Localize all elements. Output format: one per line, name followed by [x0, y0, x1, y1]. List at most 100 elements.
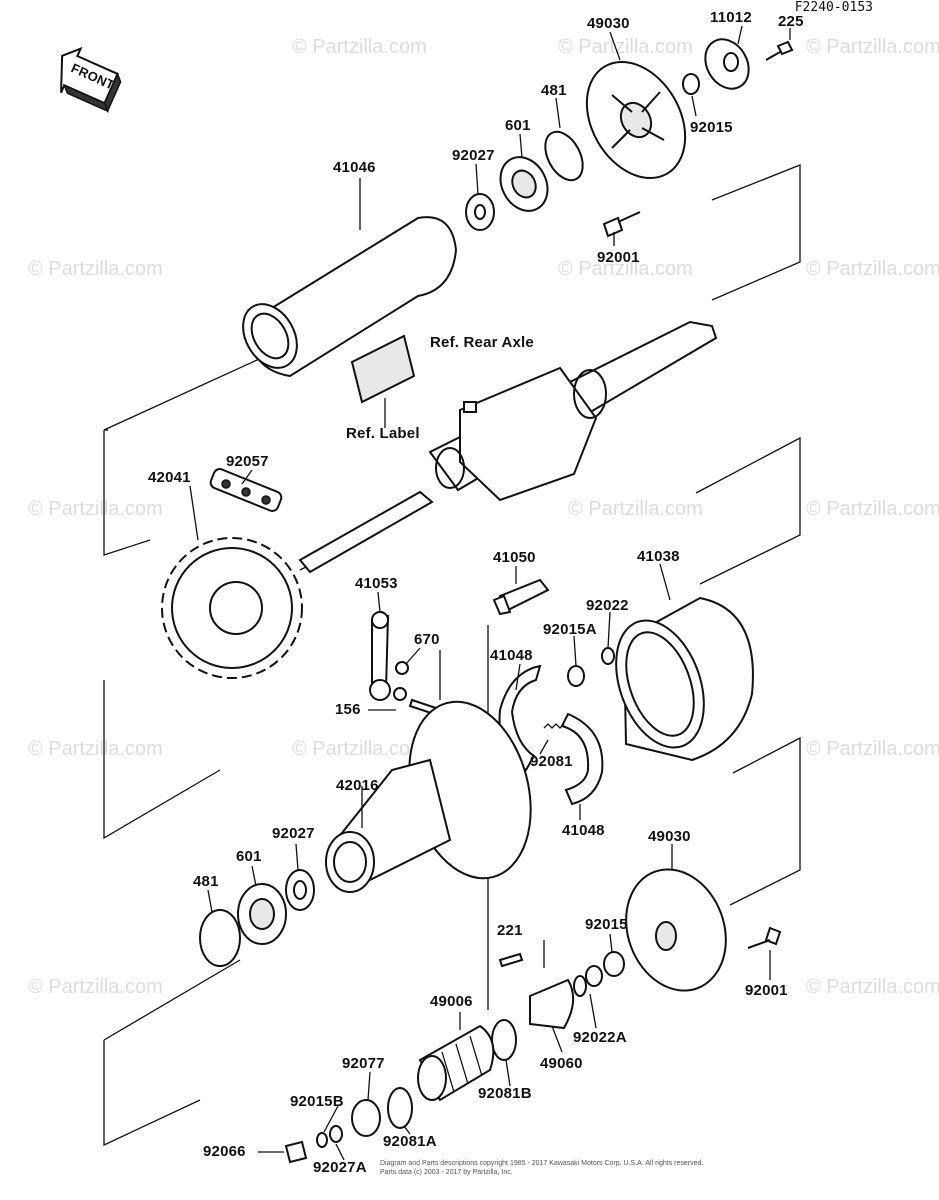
bolt-225: [765, 40, 794, 61]
callout-92015-top: 92015: [690, 119, 733, 136]
callout-92022A: 92022A: [573, 1029, 627, 1046]
callout-92081A: 92081A: [383, 1133, 437, 1150]
nut-92015-top: [682, 73, 700, 95]
hub-49030-bottom: [625, 868, 727, 992]
front-arrow-icon: [60, 46, 122, 114]
callout-92057: 92057: [226, 453, 269, 470]
washer-92022A-2: [573, 975, 587, 997]
nut-92015B: [316, 1132, 328, 1148]
callout-92022: 92022: [586, 597, 629, 614]
callout-49006: 49006: [430, 993, 473, 1010]
spacer-92027-mid: [285, 869, 315, 911]
callout-481-bottom: 481: [193, 873, 219, 890]
figure-id: F2240-0153: [794, 0, 873, 15]
lever-41053: [369, 611, 391, 701]
watermark: © Partzilla.com: [28, 976, 163, 998]
oring-92081B: [491, 1019, 517, 1061]
ref-label-patch: [350, 334, 416, 428]
ref-label: Ref. Label: [346, 425, 420, 442]
callout-41038: 41038: [637, 548, 680, 565]
washer-670: [395, 661, 409, 675]
bearing-601-top: [499, 156, 549, 212]
drum-41038: [615, 596, 754, 762]
watermark: © Partzilla.com: [806, 258, 939, 280]
spring-92081: [543, 723, 565, 729]
callout-92001-top: 92001: [597, 249, 640, 266]
plug-92066: [284, 1140, 308, 1164]
watermark: © Partzilla.com: [28, 258, 163, 280]
watermark: © Partzilla.com: [806, 36, 939, 58]
washer-92022: [601, 647, 615, 665]
callout-92027A: 92027A: [313, 1159, 367, 1176]
circlip-481-bottom: [199, 909, 241, 967]
callout-92081: 92081: [530, 753, 573, 770]
cap-11012: [704, 38, 750, 90]
watermark: © Partzilla.com: [568, 498, 703, 520]
callout-670: 670: [414, 631, 440, 648]
watermark: © Partzilla.com: [28, 738, 163, 760]
joint-49060: [529, 978, 575, 1030]
spacer-92027-top: [465, 193, 495, 231]
callout-42016: 42016: [336, 777, 379, 794]
callout-92015A: 92015A: [543, 621, 597, 638]
callout-41048-bottom: 41048: [562, 822, 605, 839]
tube-41046: [242, 216, 458, 378]
watermark: © Partzilla.com: [558, 36, 693, 58]
watermark: © Partzilla.com: [806, 738, 939, 760]
camshaft-41050: [492, 578, 550, 616]
copyright-line-2: Parts data (c) 2003 - 2017 by Partzilla,…: [380, 1169, 513, 1176]
callout-92027-mid: 92027: [272, 825, 315, 842]
callout-601-top: 601: [505, 117, 531, 134]
ref-rear-axle: Ref. Rear Axle: [430, 334, 534, 351]
rear-axle: [298, 320, 718, 574]
callout-92077: 92077: [342, 1055, 385, 1072]
callout-156: 156: [335, 701, 361, 718]
callout-49030-bottom: 49030: [648, 828, 691, 845]
circlip-481-top: [544, 130, 584, 182]
nut-92077: [351, 1099, 381, 1137]
callout-42041: 42041: [148, 469, 191, 486]
bolt-221: [498, 952, 524, 968]
callout-92027-top: 92027: [452, 147, 495, 164]
washer-92022A: [585, 965, 603, 987]
oring-92081A: [387, 1087, 413, 1129]
copyright-line-1: Diagram and Parts descriptions copyright…: [380, 1160, 704, 1167]
callout-92001-bottom: 92001: [745, 982, 788, 999]
watermark: © Partzilla.com: [806, 498, 939, 520]
hub-49030-top: [585, 60, 687, 180]
boot-49006: [417, 1024, 495, 1102]
collar-92027A: [329, 1125, 343, 1143]
callout-601-bottom: 601: [236, 848, 262, 865]
callout-41050: 41050: [493, 549, 536, 566]
callout-41046: 41046: [333, 159, 376, 176]
callout-49030-top: 49030: [587, 15, 630, 32]
watermark: © Partzilla.com: [806, 976, 939, 998]
bolt-92001-bottom: [747, 926, 782, 949]
brake-shoe-41048-bottom: [560, 712, 604, 806]
watermark: © Partzilla.com: [558, 258, 693, 280]
chain-link-92057: [209, 468, 283, 512]
callout-92015B: 92015B: [290, 1093, 344, 1110]
callout-92066: 92066: [203, 1143, 246, 1160]
callout-11012: 11012: [710, 9, 752, 26]
bearing-601-bottom: [237, 883, 287, 945]
watermark: © Partzilla.com: [28, 498, 163, 520]
callout-49060: 49060: [540, 1055, 583, 1072]
callout-leaders: [189, 25, 791, 1161]
callout-225: 225: [778, 13, 804, 30]
callout-481-top: 481: [541, 82, 567, 99]
bolt-92001-top: [602, 211, 641, 238]
callout-92015-bottom: 92015: [585, 916, 628, 933]
callout-41053: 41053: [355, 575, 398, 592]
washer-156: [393, 687, 407, 701]
nut-92015-bottom: [603, 951, 625, 977]
watermark: © Partzilla.com: [292, 36, 427, 58]
callout-92081B: 92081B: [478, 1085, 532, 1102]
callout-221: 221: [497, 922, 523, 939]
nut-92015A: [567, 665, 585, 687]
sprocket-42041: [161, 537, 303, 679]
watermark: © Partzilla.com: [292, 738, 427, 760]
panel-42016: [325, 700, 532, 893]
